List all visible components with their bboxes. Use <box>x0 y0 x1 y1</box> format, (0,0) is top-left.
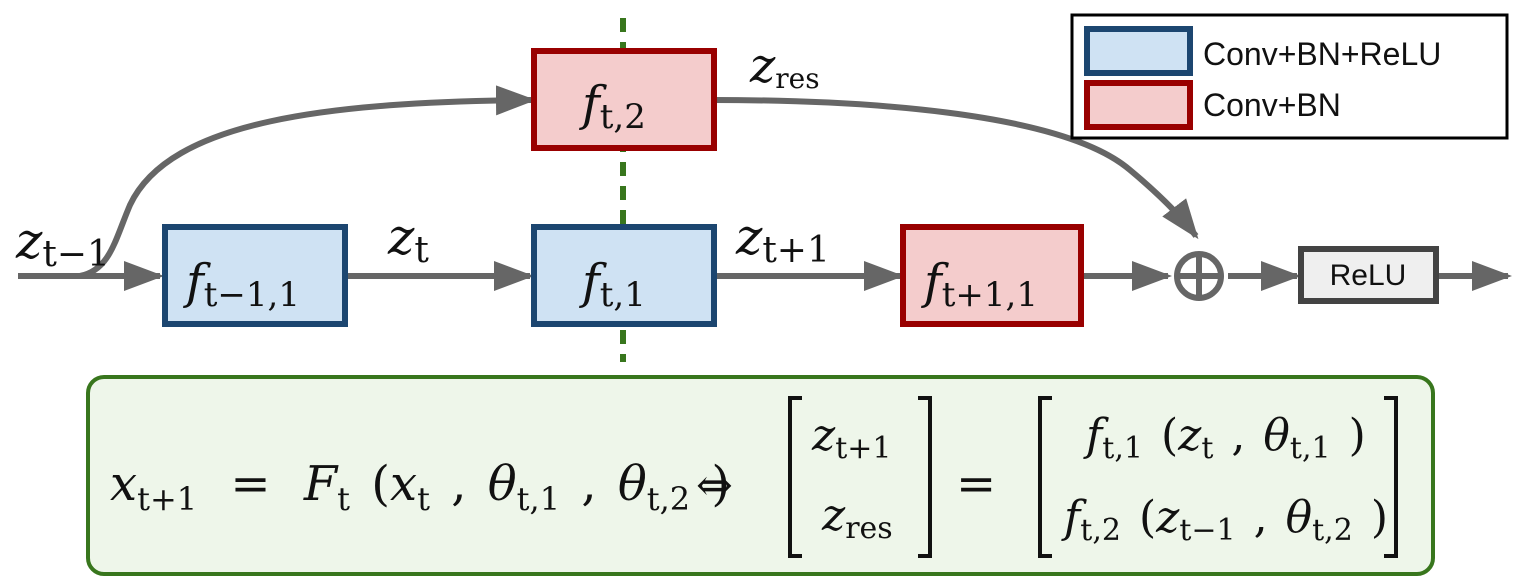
rhs-right-bracket <box>1384 396 1398 558</box>
main-arrows <box>18 85 1512 291</box>
arrow-res-down <box>712 97 1199 240</box>
label-z-t-minus-1: zt−1 <box>15 212 110 275</box>
legend-swatch-blue <box>1084 26 1193 76</box>
block-f-t-1: ft,1 <box>531 224 717 327</box>
label-z-res: zres <box>749 38 820 95</box>
legend-label-blue: Conv+BN+ReLU <box>1203 36 1441 72</box>
equation-iff: ⇔ <box>696 460 733 511</box>
rhs-top: F ft,1 (zt , θt,1 ) <box>1083 410 1366 469</box>
rhs-left-bracket <box>1038 396 1052 558</box>
legend-label-red: Conv+BN <box>1203 87 1341 123</box>
svg-text:ft+1,1: ft+1,1 <box>921 254 1038 315</box>
equation-box: xt+1 = Ft (xt , θt,1 , θt,2 ) ⇔ zt+1 zre… <box>86 375 1435 576</box>
svg-text:ft,2: ft,2 <box>579 76 646 137</box>
block-f-t-minus-1-1: ft−1,1 <box>162 224 348 327</box>
sum-node <box>1174 251 1224 301</box>
vector-bottom: zres <box>821 490 893 546</box>
svg-text:ft,1: ft,1 <box>579 254 646 315</box>
block-f-t-plus-1-1: ft+1,1 <box>900 224 1084 327</box>
label-z-t-plus-1: zt+1 <box>735 208 830 271</box>
svg-text:ft−1,1: ft−1,1 <box>183 254 300 315</box>
equation-equals-2: = <box>956 456 996 512</box>
svg-text:ReLU: ReLU <box>1330 259 1407 292</box>
vector-left-bracket <box>788 396 802 558</box>
vector-right-bracket <box>918 396 932 558</box>
arrow-skip-up <box>79 85 536 279</box>
legend-swatch-red <box>1084 80 1193 130</box>
block-f-t-2: ft,2 <box>531 48 717 151</box>
vector-top: zt+1 <box>811 410 891 466</box>
equation-lhs: xt+1 = Ft (xt , θt,1 , θt,2 ) <box>110 456 730 522</box>
legend: Conv+BN+ReLU Conv+BN <box>1070 13 1509 140</box>
block-relu: ReLU <box>1298 246 1439 304</box>
label-z-t: zt <box>387 208 429 271</box>
